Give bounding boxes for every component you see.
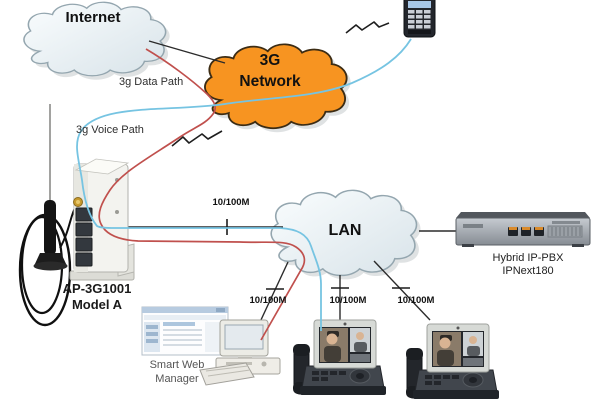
voice-path-line <box>76 38 412 331</box>
3g-router <box>69 158 135 281</box>
manager-label: Smart Web Manager <box>149 359 205 386</box>
interference-bolt-left <box>171 130 223 147</box>
router-label: AP-3G1001 Model A <box>62 281 132 313</box>
internet-label: Internet <box>65 9 121 26</box>
link-internet-3g <box>148 40 226 64</box>
pc-keyboard <box>199 362 255 386</box>
web-manager-window <box>141 306 229 356</box>
mobile-phone <box>403 0 436 38</box>
admin-pc <box>199 319 281 386</box>
speed-label-phone2: 10/100M <box>397 295 435 306</box>
3g-network-label: 3G Network <box>239 52 301 90</box>
link-tick-marks <box>226 219 410 290</box>
voice-path-label: 3g Voice Path <box>76 124 144 136</box>
speed-label-phone1: 10/100M <box>329 295 367 306</box>
video-phone-2 <box>405 323 500 400</box>
phone-screen <box>408 1 431 8</box>
pbx-ports <box>508 227 544 236</box>
video-phone-1 <box>292 319 387 396</box>
data-path-label: 3g Data Path <box>119 76 184 88</box>
pc-screen <box>224 324 264 350</box>
router-antenna <box>18 104 77 327</box>
speed-label-pc: 10/100M <box>249 295 287 306</box>
ip-pbx <box>455 212 591 247</box>
speed-label-router-lan: 10/100M <box>212 197 250 208</box>
interference-bolt-top <box>345 21 390 34</box>
lan-label: LAN <box>328 222 362 239</box>
pbx-label: Hybrid IP-PBX IPNext180 <box>492 252 564 277</box>
link-lan-phone2 <box>373 260 431 321</box>
data-path-line <box>98 48 306 341</box>
